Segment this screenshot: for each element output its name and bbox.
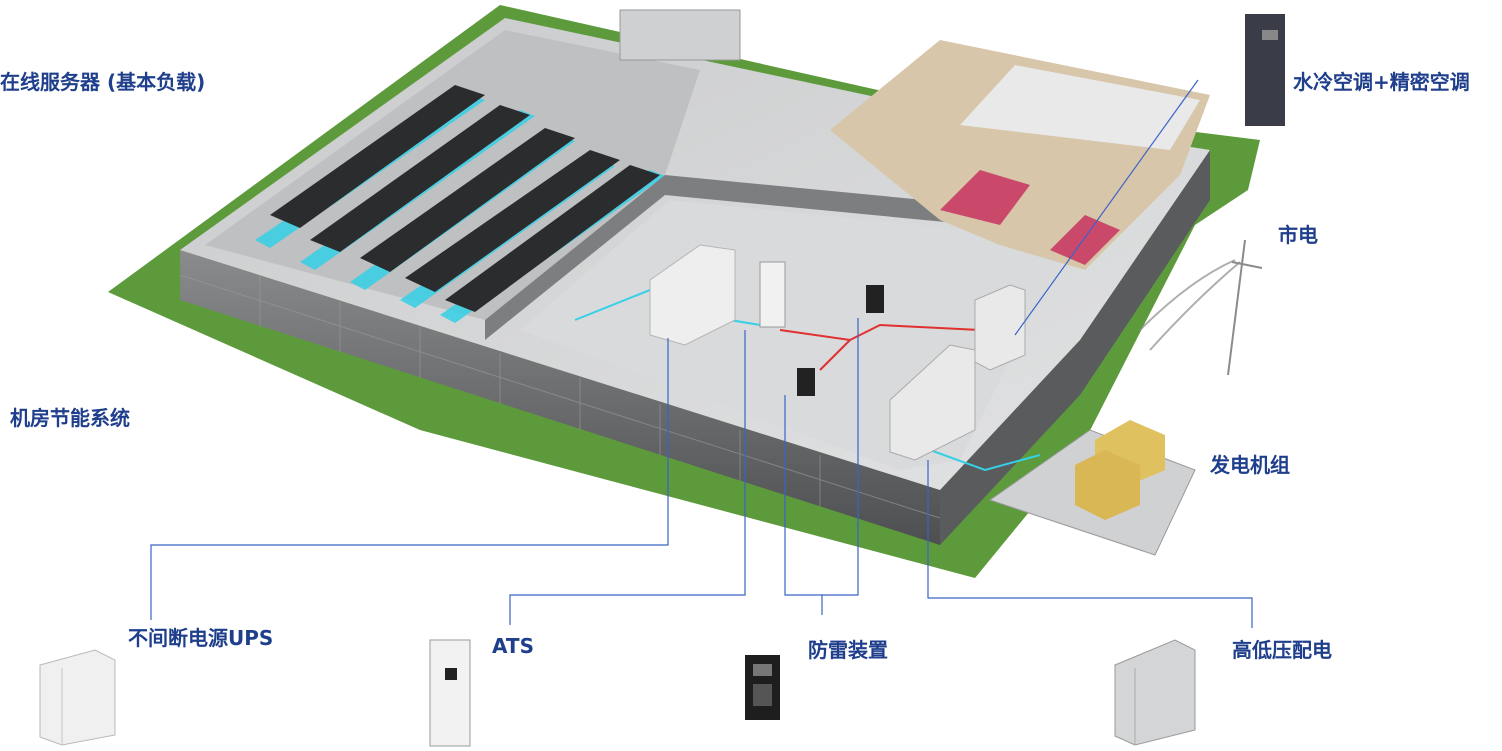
- label-surge-protection: 防雷装置: [808, 638, 888, 662]
- room-distribution-cabinets: [889, 344, 976, 461]
- room-ups-cabinet: [649, 244, 736, 346]
- ups-product-image: [39, 649, 116, 746]
- office-red-floor-2: [1050, 215, 1120, 265]
- building-front-wall: [180, 250, 940, 545]
- ats-product-image: [429, 639, 471, 747]
- label-ups: 不间断电源UPS: [128, 626, 274, 650]
- label-generator-set: 发电机组: [1210, 453, 1290, 477]
- building-side-wall: [940, 150, 1210, 545]
- leader-ups: [150, 338, 669, 620]
- room-surge-device-2: [797, 368, 815, 396]
- leader-ac: [1014, 79, 1199, 336]
- room-surge-device-1: [866, 285, 884, 313]
- rooftop-ac-units: [619, 9, 741, 61]
- office-meeting-room: [960, 65, 1200, 150]
- label-ats: ATS: [492, 634, 534, 658]
- room-distribution-cabinets-2: [974, 284, 1026, 371]
- label-water-cooling: 水冷空调+精密空调: [1293, 70, 1470, 94]
- precision-ac-panel: [1262, 30, 1278, 40]
- generator-unit-2: [1075, 450, 1140, 520]
- utility-pole: [1139, 239, 1263, 376]
- power-cables: [779, 323, 981, 371]
- server-racks: [270, 85, 660, 312]
- interior-wall: [485, 175, 1080, 340]
- surge-product-image: [745, 655, 780, 720]
- label-hv-lv-distribution: 高低压配电: [1232, 638, 1332, 662]
- leader-lines: [150, 79, 1253, 628]
- room-ats-cabinet: [759, 261, 786, 328]
- label-online-servers: 在线服务器 (基本负载): [0, 70, 206, 94]
- office-red-floor: [940, 170, 1030, 225]
- distribution-product-image: [1114, 639, 1196, 746]
- wall-grid: [179, 274, 941, 519]
- leader-ats: [509, 330, 746, 625]
- label-energy-saving: 机房节能系统: [10, 406, 130, 430]
- label-utility-power: 市电: [1278, 223, 1318, 247]
- leader-distribution: [927, 460, 1253, 628]
